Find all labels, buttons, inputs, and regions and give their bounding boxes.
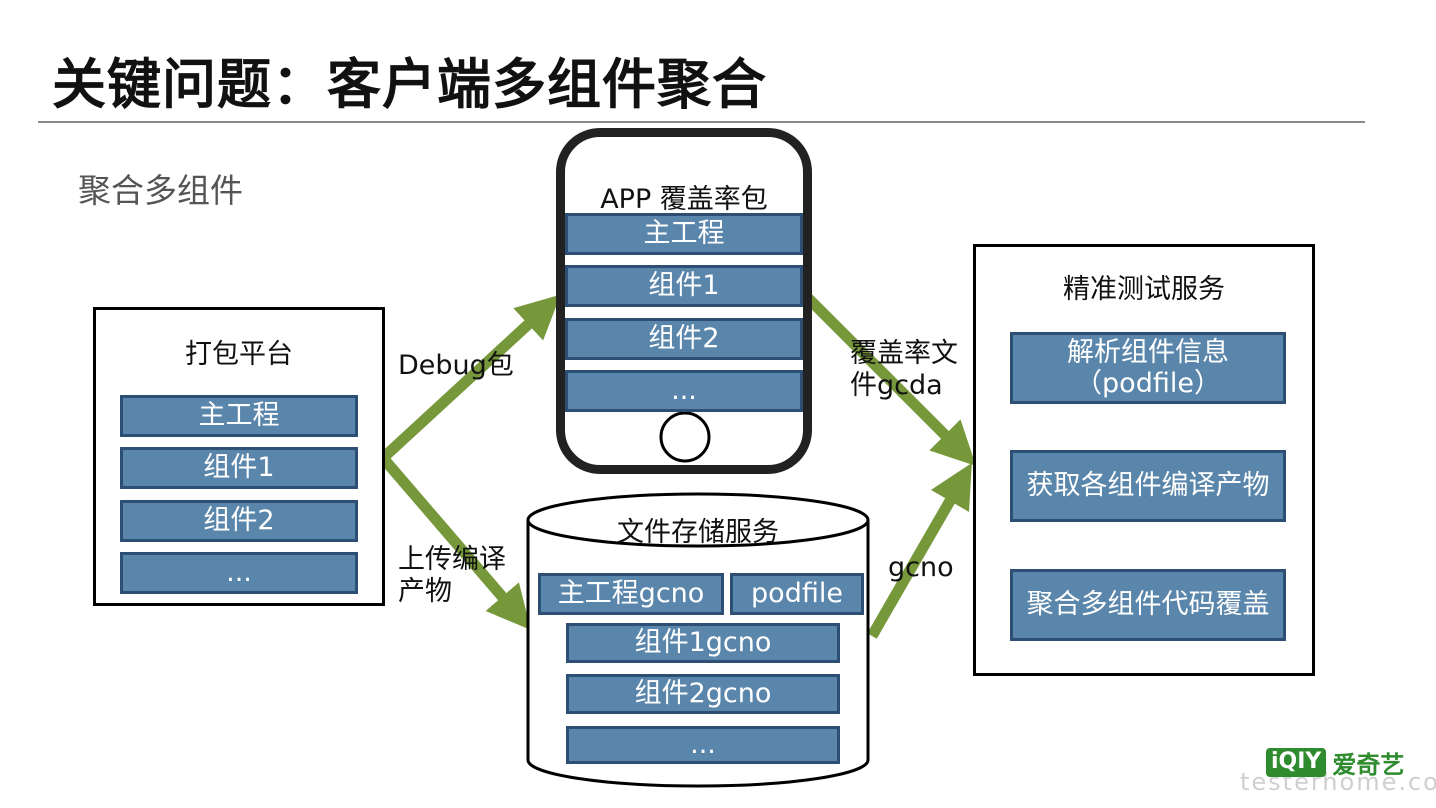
step-aggregate-coverage: 聚合多组件代码覆盖: [1010, 569, 1286, 641]
iqiyi-logo-text: 爱奇艺: [1332, 751, 1405, 779]
storage-item-component-2-gcno: 组件2gcno: [566, 674, 840, 714]
build-item-component-2: 组件2: [120, 500, 358, 542]
storage-item-main-gcno: 主工程gcno: [538, 573, 724, 615]
iqiyi-logo: iQIY 爱奇艺: [1266, 745, 1404, 780]
precision-service-box: 精准测试服务 解析组件信息（podfile） 获取各组件编译产物 聚合多组件代码…: [973, 244, 1315, 676]
build-platform-title: 打包平台: [185, 339, 293, 370]
file-storage-title: 文件存储服务: [617, 517, 779, 548]
app-item-main: 主工程: [565, 213, 803, 255]
arrow-label-gcno: gcno: [888, 552, 954, 583]
step-parse-components: 解析组件信息（podfile）: [1010, 332, 1286, 404]
arrow-debug: [379, 294, 561, 463]
arrow-label-coverage: 覆盖率文件gcda: [850, 338, 958, 402]
arrow-upload: [378, 454, 531, 631]
build-item-more: ...: [120, 552, 358, 594]
iqiyi-logo-mark: iQIY: [1266, 748, 1327, 777]
app-item-more: ...: [565, 370, 803, 412]
app-package-phone: APP 覆盖率包 主工程 组件1 组件2 ...: [556, 128, 812, 474]
build-platform-box: 打包平台 主工程 组件1 组件2 ...: [93, 307, 385, 606]
app-package-title: APP 覆盖率包: [600, 184, 768, 215]
app-item-component-1: 组件1: [565, 265, 803, 307]
page-title: 关键问题：客户端多组件聚合: [52, 53, 767, 116]
phone-home-button: [659, 411, 711, 463]
precision-service-title: 精准测试服务: [1063, 274, 1225, 305]
storage-item-component-1-gcno: 组件1gcno: [566, 623, 840, 663]
arrow-coverage: [804, 294, 977, 467]
storage-item-more: ...: [566, 726, 840, 764]
app-item-component-2: 组件2: [565, 318, 803, 360]
page-subtitle: 聚合多组件: [78, 171, 243, 210]
title-divider: [38, 121, 1365, 123]
arrow-label-debug: Debug包: [398, 350, 514, 381]
build-item-main: 主工程: [120, 395, 358, 437]
arrow-gcno: [867, 462, 972, 639]
step-fetch-build-products: 获取各组件编译产物: [1010, 450, 1286, 522]
storage-item-podfile: podfile: [730, 573, 864, 615]
build-item-component-1: 组件1: [120, 447, 358, 489]
arrow-label-upload: 上传编译产物: [398, 544, 506, 608]
